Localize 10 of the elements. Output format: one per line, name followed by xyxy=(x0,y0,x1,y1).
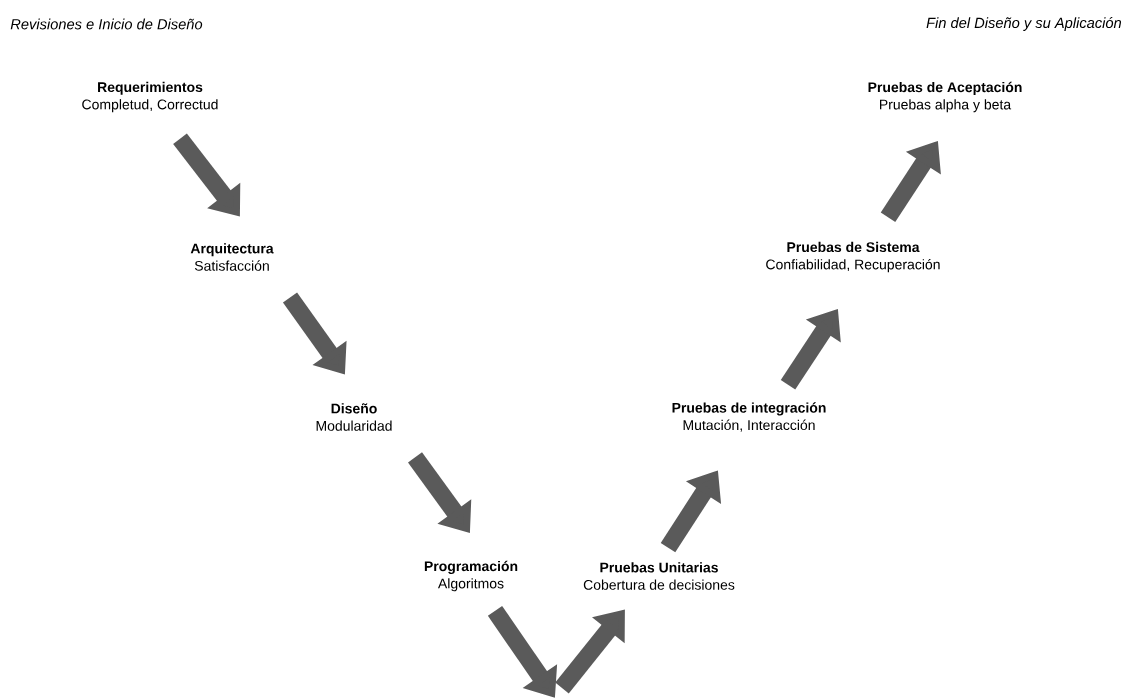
phase-heading: Fin del Diseño y su Aplicación xyxy=(926,17,1122,31)
step-label: Arquitectura Satisfacción xyxy=(190,243,274,271)
step-label: Pruebas de integración Mutación, Interacción xyxy=(672,402,826,432)
step-label: Pruebas de Sistema Confiabilidad, Recuperación xyxy=(766,241,940,273)
step-label: Pruebas Unitarias Cobertura de decisiones xyxy=(583,562,735,590)
step-label: Requerimientos Completud, Correctud xyxy=(82,81,218,113)
step-label: Pruebas de Aceptación Pruebas alpha y beta xyxy=(868,81,1022,113)
step-label: Programación Algoritmos xyxy=(424,560,518,592)
step-label: Diseño Modularidad xyxy=(316,403,392,431)
phase-heading: Revisiones e Inicio de Diseño xyxy=(10,18,203,30)
